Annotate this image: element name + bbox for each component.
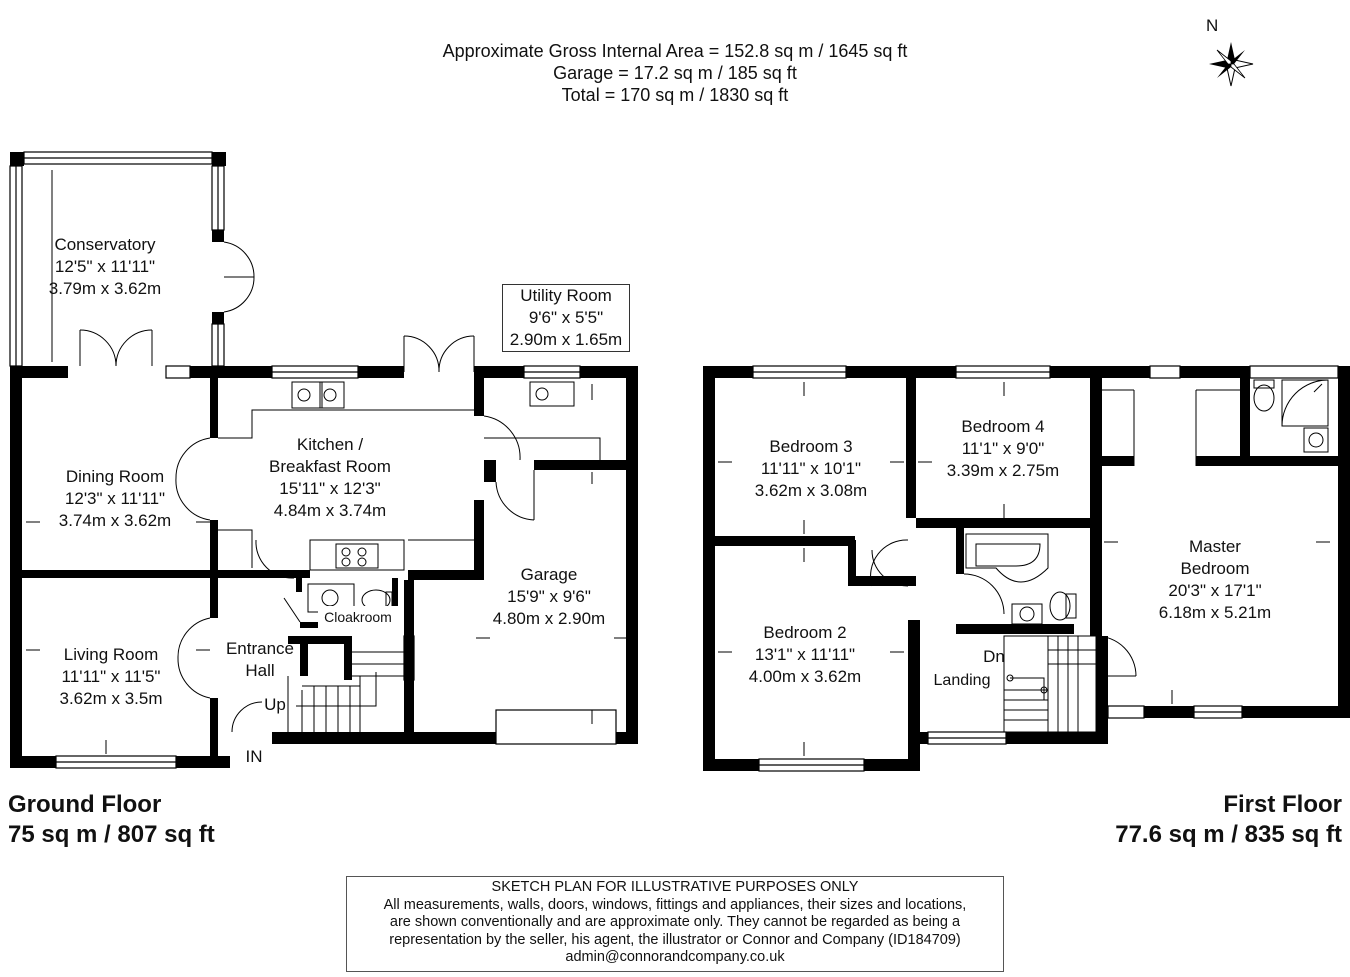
room-metric: 2.90m x 1.65m [509, 330, 623, 349]
disclaimer-heading: SKETCH PLAN FOR ILLUSTRATIVE PURPOSES ON… [491, 879, 859, 895]
room-name: Garage [520, 565, 578, 584]
room-bedroom-2: Bedroom 2 13'1" x 11'11" 4.00m x 3.62m [730, 622, 880, 688]
bed4-bath-wall [956, 518, 1094, 528]
gf-north-wall-c [358, 366, 404, 378]
dining-kitchen-wall [210, 378, 218, 438]
room-metric: 4.84m x 3.74m [273, 501, 387, 520]
room-imperial: 11'11" x 11'5" [61, 667, 161, 686]
garage-area-line: Garage = 17.2 sq m / 185 sq ft [553, 63, 797, 83]
room-name: Bedroom 4 [961, 417, 1045, 436]
room-garage: Garage 15'9" x 9'6" 4.80m x 2.90m [484, 564, 614, 630]
gf-south-wall-d [616, 732, 638, 744]
room-master-bedroom: Master Bedroom 20'3" x 17'1" 6.18m x 5.2… [1140, 536, 1290, 624]
compass-north-label: N [1206, 16, 1219, 35]
room-name-line2: Breakfast Room [269, 457, 391, 476]
room-name: Living Room [63, 645, 159, 664]
gf-west-wall [10, 366, 22, 768]
room-imperial: 12'5" x 11'11" [54, 257, 156, 276]
floor-area: 77.6 sq m / 835 sq ft [1115, 821, 1342, 848]
room-living: Living Room 11'11" x 11'5" 3.62m x 3.5m [36, 644, 186, 710]
disclaimer-line: representation by the seller, his agent,… [389, 931, 961, 948]
room-imperial: 12'3" x 11'11" [64, 489, 166, 508]
room-imperial: 15'9" x 9'6" [507, 587, 591, 606]
room-metric: 3.74m x 3.62m [58, 511, 172, 530]
floor-name: Ground Floor [8, 791, 162, 818]
doors [79, 241, 1137, 733]
room-metric: 4.80m x 2.90m [492, 609, 606, 628]
room-metric: 3.62m x 3.08m [754, 481, 868, 500]
total-area-line: Total = 170 sq m / 1830 sq ft [561, 85, 789, 105]
ff-north-wall-b [846, 366, 956, 378]
room-landing: Landing [933, 672, 991, 689]
disclaimer-line: are shown conventionally and are approxi… [389, 914, 961, 930]
ff-west-wall [703, 366, 715, 771]
bed3-bed4-wall [906, 378, 916, 518]
dimension-arrows [26, 170, 1330, 756]
room-metric: 6.18m x 5.21m [1158, 603, 1272, 622]
room-metric: 3.62m x 3.5m [59, 689, 163, 708]
stairs-down-label: Dn [983, 647, 1005, 666]
room-metric: 3.79m x 3.62m [48, 279, 162, 298]
room-name: Utility Room [520, 286, 612, 305]
room-name-line2: Hall [245, 661, 275, 680]
utility-garage-wall [534, 460, 638, 470]
gf-north-wall-b [190, 366, 272, 378]
room-cloakroom: Cloakroom [318, 606, 398, 628]
ff-south-wall-b [864, 759, 920, 771]
room-metric: 3.39m x 2.75m [946, 461, 1060, 480]
room-imperial: 13'1" x 11'11" [754, 645, 856, 664]
room-bedroom-3: Bedroom 3 11'11" x 10'1" 3.62m x 3.08m [736, 436, 886, 502]
ff-south-wall-a [703, 759, 759, 771]
room-name: Kitchen / [296, 435, 364, 454]
bed3-bed2-wall [715, 536, 855, 546]
floor-area: 75 sq m / 807 sq ft [8, 821, 215, 848]
disclaimer-email: admin@connorandcompany.co.uk [565, 949, 785, 965]
disclaimer-line: All measurements, walls, doors, windows,… [383, 896, 967, 913]
room-name: Conservatory [54, 235, 156, 254]
entrance-in-label: IN [245, 747, 263, 766]
ff-north-wall-c [1050, 366, 1150, 378]
ground-floor-title: Ground Floor 75 sq m / 807 sq ft [8, 790, 215, 850]
gf-north-wall-d [474, 366, 524, 378]
room-name: Master [1189, 537, 1241, 556]
gross-area-line: Approximate Gross Internal Area = 152.8 … [442, 41, 908, 61]
room-name: Dining Room [65, 467, 165, 486]
room-name: Entrance [225, 639, 295, 658]
cons-corner-nw [10, 152, 24, 166]
room-dining: Dining Room 12'3" x 11'11" 3.74m x 3.62m [40, 466, 190, 532]
room-imperial: 11'1" x 9'0" [961, 439, 1045, 458]
room-name: Bedroom 2 [763, 623, 847, 642]
room-name-line2: Bedroom [1180, 559, 1250, 578]
room-conservatory: Conservatory 12'5" x 11'11" 3.79m x 3.62… [30, 234, 180, 300]
room-metric: 4.00m x 3.62m [748, 667, 862, 686]
gf-north-wall-a [10, 366, 68, 378]
gf-south-wall-b [176, 756, 230, 768]
compass-rose-icon [1209, 42, 1254, 87]
room-bedroom-4: Bedroom 4 11'1" x 9'0" 3.39m x 2.75m [928, 416, 1078, 482]
windows [9, 151, 1339, 772]
room-imperial: 20'3" x 17'1" [1168, 581, 1262, 600]
room-kitchen: Kitchen / Breakfast Room 15'11" x 12'3" … [250, 434, 410, 522]
room-entrance-hall: Entrance Hall [220, 638, 300, 682]
room-imperial: 15'11" x 12'3" [279, 479, 381, 498]
area-summary: Approximate Gross Internal Area = 152.8 … [375, 40, 975, 106]
gf-south-wall-a [10, 756, 56, 768]
disclaimer-box: SKETCH PLAN FOR ILLUSTRATIVE PURPOSES ON… [346, 876, 1004, 972]
stairs-up-label: Up [264, 695, 286, 714]
gf-north-wall-e [580, 366, 638, 378]
room-name: Bedroom 3 [769, 437, 853, 456]
gf-east-wall [626, 366, 638, 744]
floor-name: First Floor [1223, 791, 1342, 818]
ff-east-wall [1338, 366, 1350, 718]
room-imperial: 9'6" x 5'5" [528, 308, 604, 327]
walls [10, 152, 1350, 771]
room-utility: Utility Room 9'6" x 5'5" 2.90m x 1.65m [502, 284, 630, 352]
ff-north-wall-a [703, 366, 753, 378]
first-floor-title: First Floor 77.6 sq m / 835 sq ft [1040, 790, 1342, 850]
cons-corner-ne [212, 152, 226, 166]
dining-living-wall [10, 570, 250, 578]
room-imperial: 11'11" x 10'1" [760, 459, 862, 478]
gf-south-wall-c [272, 732, 496, 744]
